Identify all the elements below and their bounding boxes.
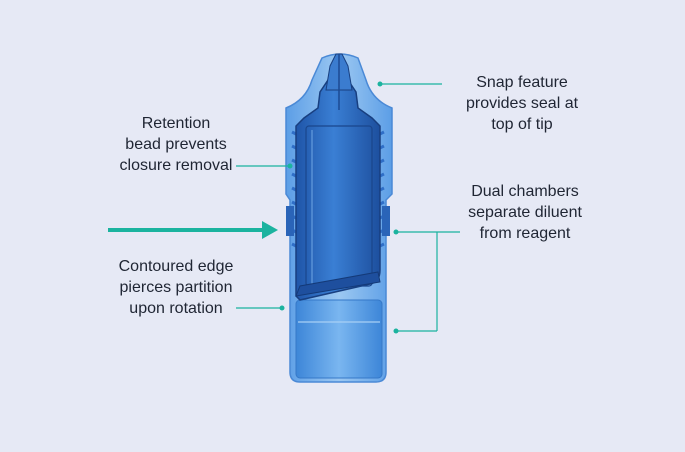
leader-dots: [279, 81, 399, 334]
label-contoured-edge: Contoured edge pierces partition upon ro…: [86, 256, 266, 319]
label-line: upon rotation: [129, 300, 223, 317]
leader-lines: [236, 83, 460, 332]
label-line: bead prevents: [125, 136, 227, 153]
retention-bead-right: [382, 206, 390, 236]
label-line: Dual chambers: [471, 183, 579, 200]
label-line: closure removal: [119, 157, 233, 174]
contoured-edge: [295, 271, 381, 297]
label-line: Snap feature: [476, 74, 568, 91]
label-line: pierces partition: [119, 279, 233, 296]
arrow-icon: [108, 221, 278, 239]
label-line: Retention: [141, 115, 211, 132]
label-line: Contoured edge: [118, 258, 234, 275]
label-retention-bead: Retention bead prevents closure removal: [86, 113, 266, 176]
label-snap-feature: Snap feature provides seal at top of tip: [432, 72, 612, 135]
label-line: separate diluent: [468, 204, 582, 221]
label-line: top of tip: [491, 116, 553, 133]
label-line: provides seal at: [465, 95, 579, 112]
label-dual-chambers: Dual chambers separate diluent from reag…: [430, 181, 620, 244]
retention-bead: [286, 206, 294, 236]
lower-chamber: [295, 299, 383, 379]
label-line: from reagent: [479, 225, 571, 242]
